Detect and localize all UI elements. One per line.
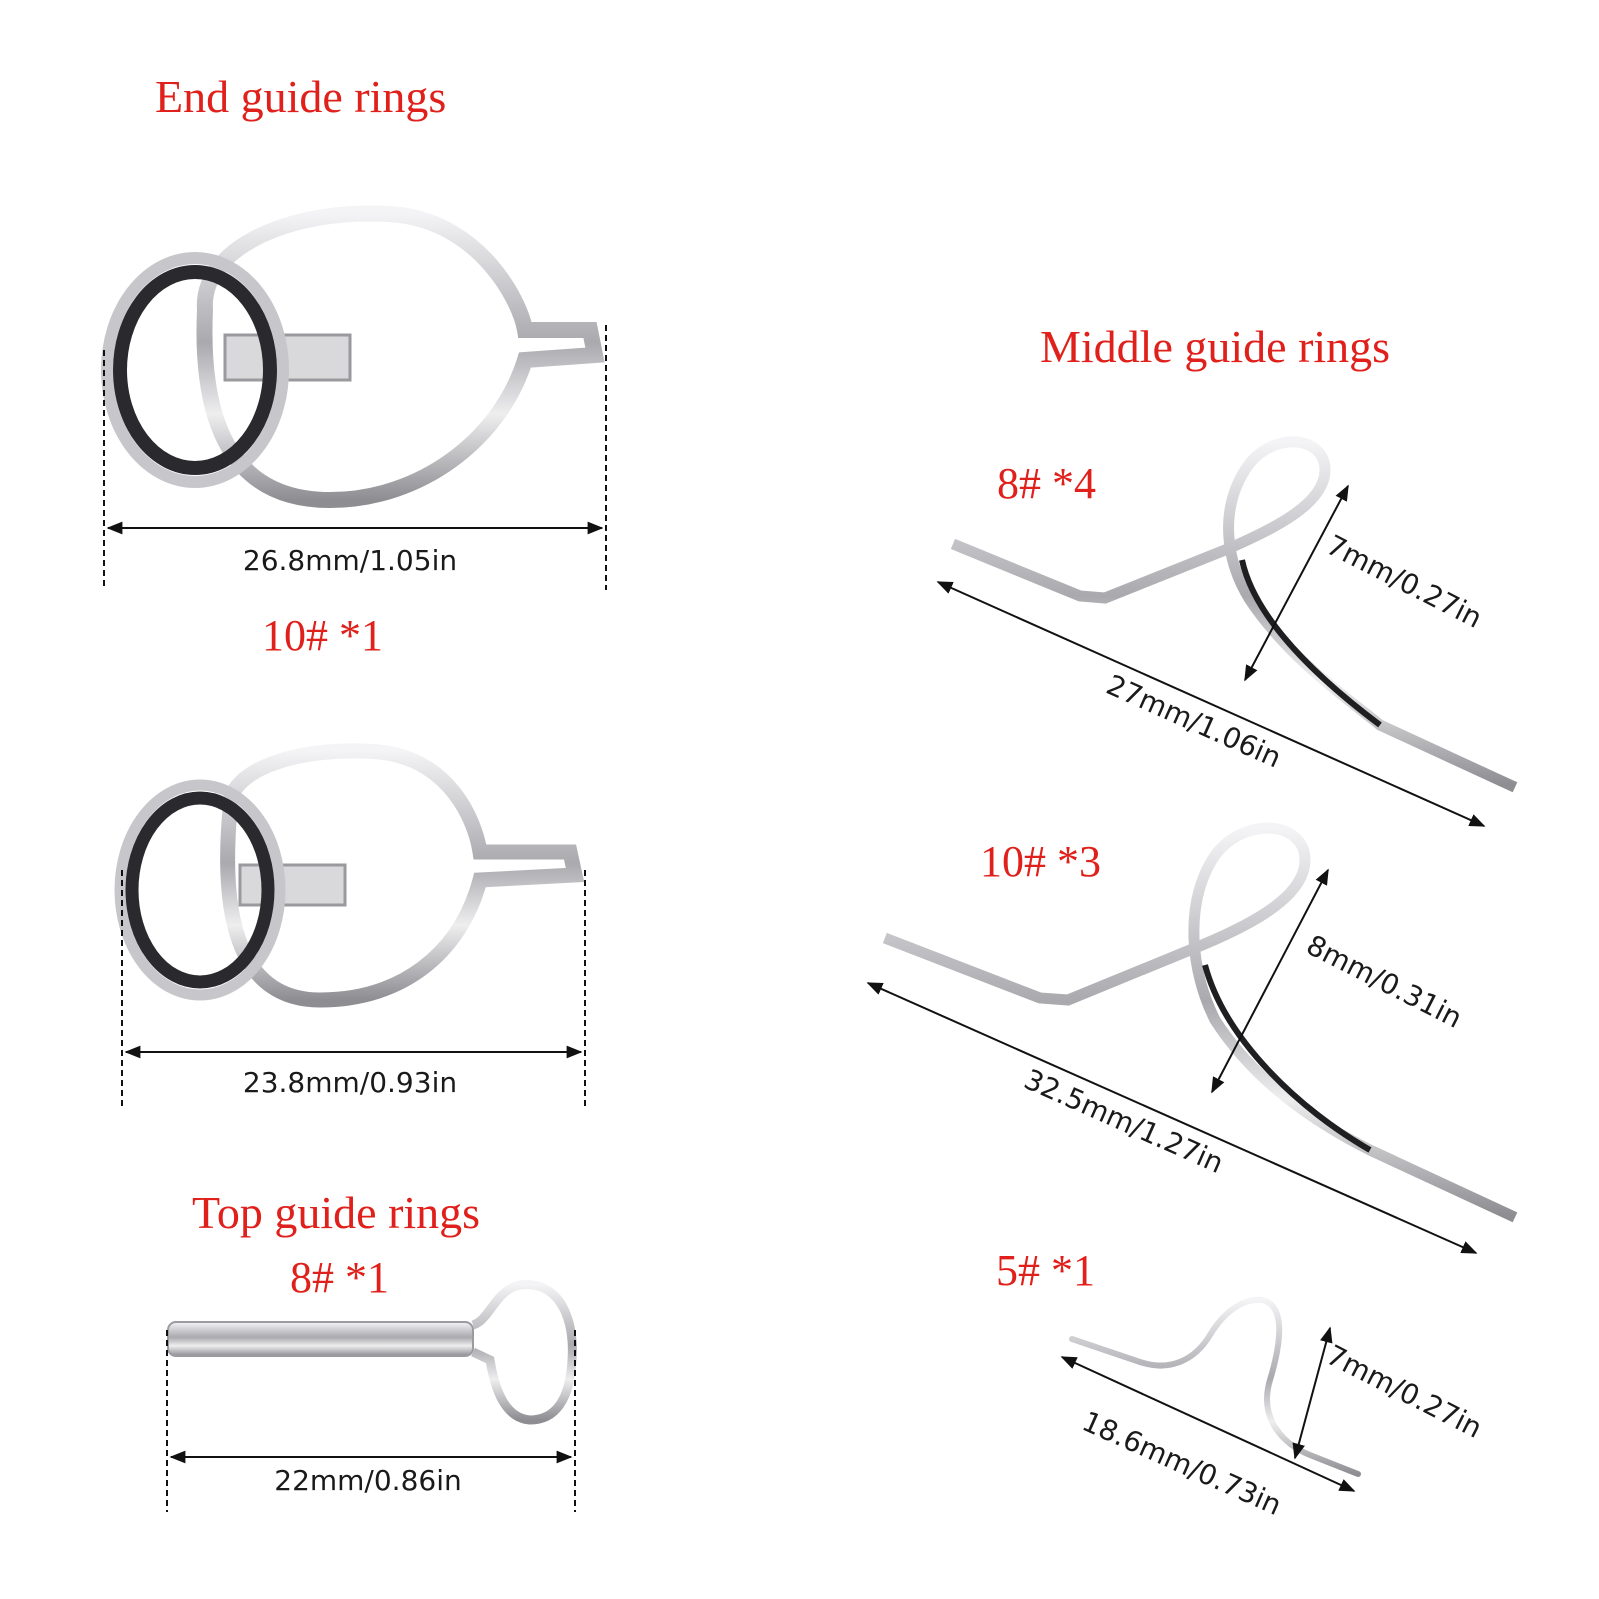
height-arrow — [1244, 484, 1349, 682]
length-arrow — [936, 581, 1486, 827]
middle-guide-title: Middle guide rings — [1040, 321, 1390, 372]
middle-guide-2-height: 8mm/0.31in — [1301, 928, 1467, 1034]
middle-guide-3-height: 7mm/0.27in — [1321, 1338, 1487, 1444]
length-arrow — [866, 982, 1478, 1254]
end-guide-ring-small — [114, 743, 585, 1008]
end-guide-2-label: 10# *1 — [262, 611, 383, 660]
end-guide-1-dimension: 26.8mm/1.05in — [243, 544, 457, 577]
top-guide-label: 8# *1 — [290, 1253, 389, 1302]
top-guide-dimension: 22mm/0.86in — [274, 1464, 461, 1497]
end-guide-2-dimension: 23.8mm/0.93in — [243, 1066, 457, 1099]
length-arrow — [1060, 1356, 1356, 1492]
height-arrow — [1292, 1326, 1333, 1460]
middle-guide-3-length: 18.6mm/0.73in — [1077, 1405, 1286, 1522]
top-guide-ring — [167, 1280, 577, 1425]
middle-guide-1-height: 7mm/0.27in — [1321, 528, 1487, 634]
middle-guide-1-length: 27mm/1.06in — [1102, 668, 1287, 774]
top-guide-title: Top guide rings — [192, 1187, 480, 1238]
end-guide-ring-large — [101, 205, 605, 509]
middle-guide-2-length: 32.5mm/1.27in — [1019, 1063, 1228, 1180]
middle-guide-1-label: 8# *4 — [997, 459, 1096, 508]
middle-guide-2-label: 10# *3 — [980, 837, 1101, 886]
middle-guide-3-label: 5# *1 — [996, 1246, 1095, 1295]
end-guide-title: End guide rings — [155, 71, 446, 122]
height-arrow — [1211, 868, 1329, 1094]
